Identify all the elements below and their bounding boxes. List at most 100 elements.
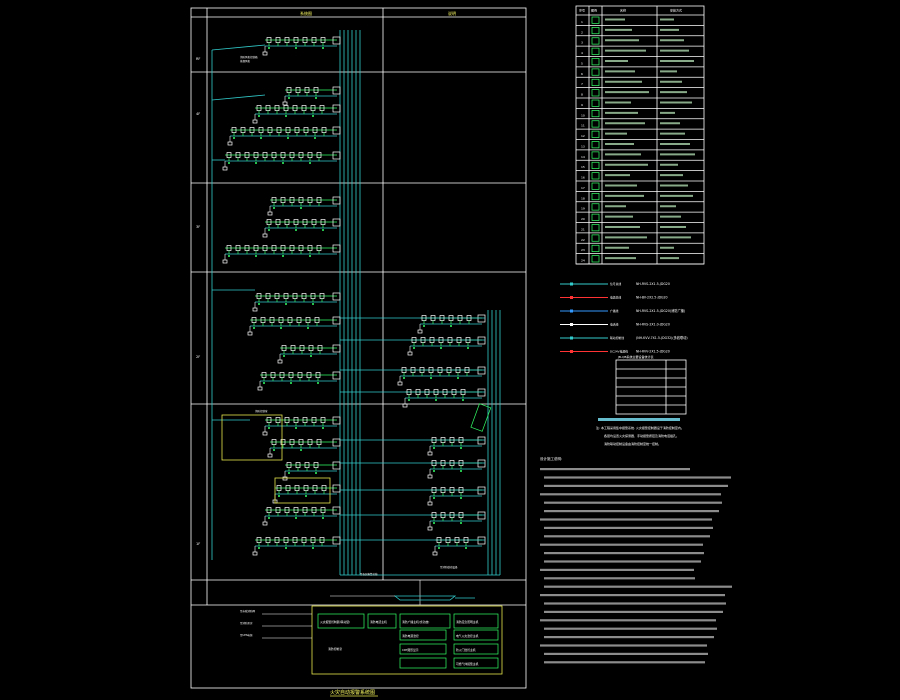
svg-text:至UPS电源: 至UPS电源: [240, 633, 253, 637]
device-branch-row: [252, 536, 341, 556]
legend-col-symbol: 图例: [591, 8, 597, 13]
svg-text:8: 8: [581, 93, 583, 97]
device-branch-row: [277, 344, 341, 364]
svg-text:7: 7: [581, 82, 583, 86]
svg-text:4F: 4F: [196, 112, 200, 116]
device-branch-row: [262, 218, 341, 238]
cable-spec: NH-RVV-2X1.5-JDG20: [636, 350, 670, 354]
equipment-table: JB-QB系统主要设备统计表: [615, 354, 687, 415]
svg-text:13: 13: [581, 144, 585, 148]
svg-text:15: 15: [581, 165, 585, 169]
svg-text:至消防泵房: 至消防泵房: [240, 621, 253, 625]
col-header-system: 系统图: [300, 10, 312, 16]
svg-text:2: 2: [581, 30, 583, 34]
svg-text:可燃气体报警主机: 可燃气体报警主机: [456, 662, 479, 666]
device-branch-row: [340, 486, 486, 506]
equipment-table-title: JB-QB系统主要设备统计表: [617, 354, 654, 359]
legend-col-install: 安装方式: [670, 8, 682, 13]
device-branch-row: [282, 86, 341, 106]
cable-legend-item: 联动控制线 (NH-KVV-7X1.5-JDG32)(多线联动): [560, 335, 688, 340]
drawing-frame: 系统图 说明: [190, 7, 527, 689]
cable-label: 信号总线: [610, 282, 621, 286]
svg-text:火灾报警控制器(联动型): 火灾报警控制器(联动型): [320, 620, 350, 624]
cable-legend-item: 电源总线 NH-BV-2X2.5-JDG20: [560, 296, 668, 300]
device-branch-row: [222, 244, 341, 264]
svg-text:11: 11: [581, 124, 585, 128]
device-branch-row: [247, 316, 341, 336]
device-branch-row: [282, 461, 341, 481]
svg-text:3: 3: [581, 41, 583, 45]
cable-label: DC24V电源线: [610, 350, 628, 354]
svg-text:CRT图形显示: CRT图形显示: [402, 648, 419, 652]
svg-text:5: 5: [581, 61, 583, 65]
svg-text:至市政消防网: 至市政消防网: [240, 609, 256, 613]
device-branch-row: [340, 436, 486, 456]
device-branch-row: [340, 388, 486, 408]
svg-text:24: 24: [581, 259, 585, 263]
note-3: 消防联动控制设备由消防控制室统一控制。: [604, 441, 661, 446]
cable-spec: (NH-KVV-7X1.5-JDG32)(多线联动): [636, 335, 688, 340]
svg-text:23: 23: [581, 248, 585, 252]
cable-label: 联动控制线: [610, 336, 624, 340]
device-branch-row: [262, 506, 341, 526]
device-branch-row: [340, 336, 486, 356]
svg-text:消防广播主机(含功放): 消防广播主机(含功放): [402, 620, 429, 624]
svg-text:10: 10: [581, 113, 585, 117]
device-branch-row: [222, 151, 341, 171]
device-branch-row: [272, 484, 341, 504]
svg-text:防火门监控主机: 防火门监控主机: [456, 648, 476, 652]
cable-label: 电话线: [610, 323, 619, 327]
svg-text:排烟风机: 排烟风机: [240, 59, 251, 63]
col-header-notes: 说明: [448, 10, 456, 16]
design-notes-title: 设计施工说明:: [540, 456, 562, 461]
svg-text:消防控制室: 消防控制室: [255, 409, 268, 413]
legend-table: 序号 图例 名称 安装方式 12345678910111213141516171…: [575, 5, 705, 265]
svg-text:消防风机控制箱: 消防风机控制箱: [240, 55, 258, 59]
svg-text:12: 12: [581, 134, 585, 138]
cable-legend-item: 电话线 NH-RVS-2X1.0-JDG20: [560, 323, 670, 327]
device-branch-row: [340, 314, 486, 334]
floor-labels: RF 4F 3F 2F 1F: [196, 57, 200, 546]
svg-text:消防控制室: 消防控制室: [328, 647, 342, 651]
svg-text:3F: 3F: [196, 225, 200, 229]
svg-text:1: 1: [581, 20, 583, 24]
svg-text:消防电话主机: 消防电话主机: [370, 620, 387, 624]
control-room-host: 火灾报警控制器(联动型) 消防电话主机 消防广播主机(含功放) 消防应急照明主机…: [240, 605, 503, 697]
svg-text:消防电源监控: 消防电源监控: [402, 634, 419, 638]
notes-block: 注: 本工程采用集中报警系统, 火灾报警控制器设于消防控制室内。 各层均设置火灾…: [540, 418, 684, 461]
svg-text:消防应急照明主机: 消防应急照明主机: [456, 620, 479, 624]
cable-spec: NH-RVS-2X1.5-JDG20: [636, 282, 670, 286]
cable-spec: NH-RVS-2X1.0-JDG20: [636, 323, 670, 327]
svg-text:14: 14: [581, 155, 585, 159]
device-branch-row: [267, 438, 341, 458]
cable-label: 广播线: [610, 309, 619, 313]
svg-text:16: 16: [581, 176, 585, 180]
svg-text:6: 6: [581, 72, 583, 76]
svg-text:RF: RF: [196, 57, 200, 61]
drawing-title: 火灾自动报警系统图: [330, 689, 375, 696]
svg-text:至各层报警总线: 至各层报警总线: [360, 572, 378, 576]
legend-col-no: 序号: [579, 8, 585, 13]
note-2: 各层均设置火灾探测器、手动报警按钮及消防电话插孔。: [604, 433, 679, 438]
cable-spec: NH-BV-2X2.5-JDG20: [636, 296, 668, 300]
cable-legend: 信号总线 NH-RVS-2X1.5-JDG20 电源总线 NH-BV-2X2.5-JD…: [560, 282, 688, 354]
rf-annotation: 消防风机控制箱 排烟风机: [240, 55, 258, 63]
svg-text:电气火灾监控主机: 电气火灾监控主机: [456, 634, 479, 638]
device-branch-row: [262, 36, 341, 56]
svg-text:2F: 2F: [196, 355, 200, 359]
device-branch-row: [257, 371, 341, 391]
device-branch-row: [340, 366, 486, 386]
device-branch-row: [252, 104, 341, 124]
cable-legend-item: 信号总线 NH-RVS-2X1.5-JDG20: [560, 282, 670, 286]
device-branches: [222, 36, 486, 556]
design-notes-text: [540, 468, 732, 664]
device-branch-row: [340, 536, 486, 556]
legend-col-name: 名称: [620, 8, 626, 13]
cable-label: 电源总线: [610, 296, 621, 300]
svg-text:19: 19: [581, 207, 585, 211]
svg-text:18: 18: [581, 196, 585, 200]
device-branch-row: [252, 292, 341, 312]
svg-text:9: 9: [581, 103, 583, 107]
